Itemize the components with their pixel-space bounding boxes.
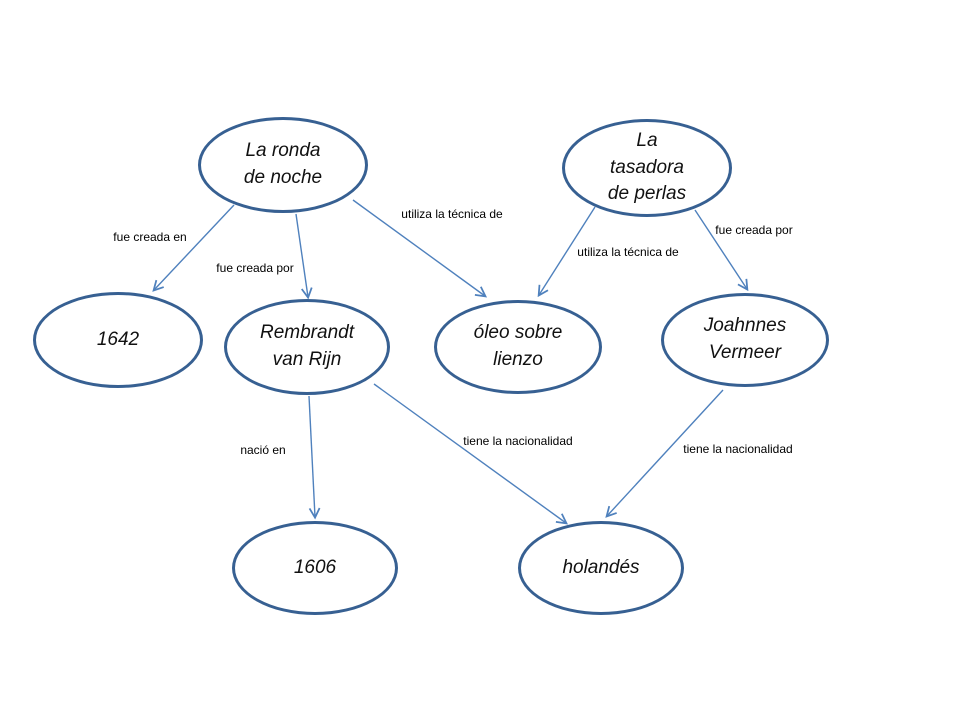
edge-label-nacionalidad-vermeer: tiene la nacionalidad (683, 442, 793, 456)
edge-line-vermeer-holandes (605, 389, 724, 518)
node-la-ronda-de-noche: La ronda de noche (198, 117, 368, 213)
node-label: 1606 (293, 556, 337, 578)
edge-line-ronda-rembrandt (295, 213, 313, 300)
node-label: La tasadora de perlas (607, 129, 687, 205)
edge-line-tasadora-oleo (537, 206, 596, 298)
edge-label-fue-creada-por-tasadora: fue creada por (715, 223, 793, 237)
node-la-tasadora-de-perlas: La tasadora de perlas (562, 119, 732, 217)
node-1606: 1606 (232, 521, 398, 615)
edge-line-tasadora-vermeer (694, 209, 749, 292)
node-label: La ronda de noche (243, 140, 323, 188)
node-label: Joahnnes Vermeer (703, 315, 787, 363)
edge-label-utiliza-tecnica-ronda: utiliza la técnica de (401, 207, 503, 221)
edge-line-rembrandt-holandes (373, 383, 569, 525)
edge-line-rembrandt-1606 (308, 395, 321, 520)
edge-label-nacio-en: nació en (240, 443, 286, 457)
node-label: holandés (562, 556, 640, 578)
edge-line-ronda-oleo (352, 199, 488, 298)
edge-label-fue-creada-por-ronda: fue creada por (216, 261, 294, 275)
node-label: 1642 (96, 328, 140, 350)
node-rembrandt-van-rijn: Rembrandt van Rijn (224, 299, 390, 395)
edge-label-utiliza-tecnica-tasadora: utiliza la técnica de (577, 245, 679, 259)
node-1642: 1642 (33, 292, 203, 388)
edge-line-ronda-1642 (152, 204, 235, 292)
node-holandes: holandés (518, 521, 684, 615)
edge-label-fue-creada-en: fue creada en (113, 230, 187, 244)
node-joahnnes-vermeer: Joahnnes Vermeer (661, 293, 829, 387)
edge-label-nacionalidad-rembrandt: tiene la nacionalidad (463, 434, 573, 448)
node-label: óleo sobre lienzo (473, 322, 563, 370)
node-label: Rembrandt van Rijn (260, 322, 354, 370)
node-oleo-sobre-lienzo: óleo sobre lienzo (434, 300, 602, 394)
